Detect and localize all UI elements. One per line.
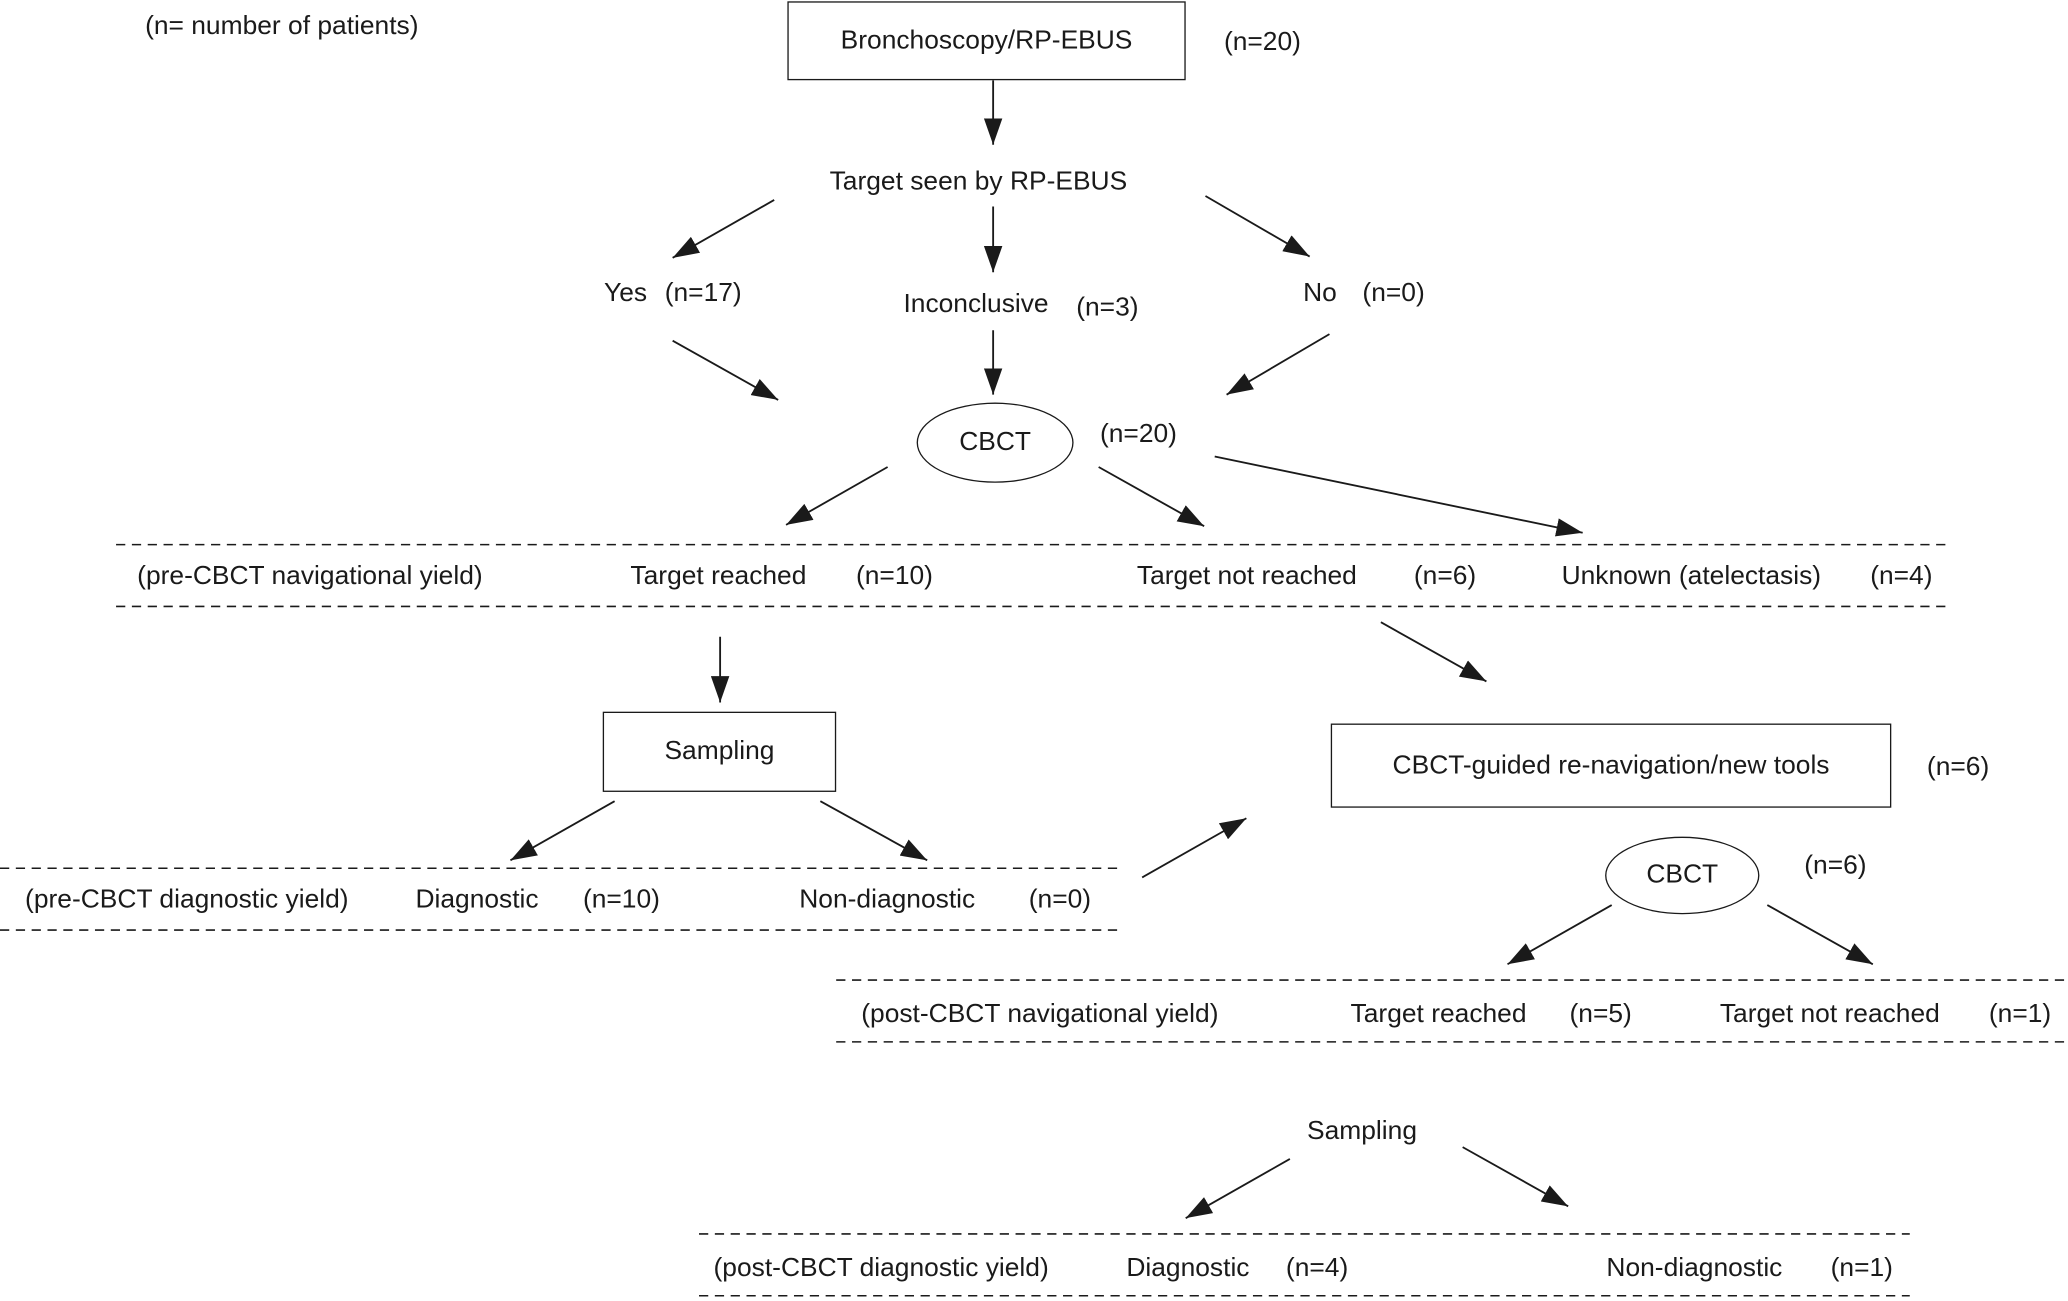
- arrow-cbct-to-not-reached: [1098, 466, 1205, 528]
- pre-diag-diagnostic-count: (n=10): [582, 885, 660, 915]
- arrow-cbct-to-unknown: [1214, 455, 1583, 537]
- arrow-sampling2-to-diagnostic: [1185, 1158, 1291, 1219]
- cbct-label: CBCT: [959, 427, 1032, 457]
- cbct-ellipse: CBCT: [916, 402, 1074, 483]
- yes-label: Yes: [604, 278, 648, 308]
- inconclusive-count: (n=3): [1076, 293, 1139, 323]
- pre-diag-non-diagnostic-label: Non-diagnostic: [799, 885, 976, 915]
- arrow-question-to-yes: [672, 199, 775, 259]
- arrow-cbct2-to-not-reached: [1766, 904, 1874, 966]
- ebus-question: Target seen by RP-EBUS: [829, 167, 1128, 197]
- pre-nav-not-reached-count: (n=6): [1413, 561, 1477, 591]
- pre-nav-reached-count: (n=10): [855, 561, 933, 591]
- post-nav-not-reached-count: (n=1): [1988, 999, 2052, 1029]
- cbct2-label: CBCT: [1646, 860, 1719, 890]
- post-diag-diagnostic-label: Diagnostic: [1126, 1253, 1250, 1283]
- pre-nav-yield-label: (pre-CBCT navigational yield): [137, 561, 483, 591]
- post-diag-non-diagnostic-label: Non-diagnostic: [1606, 1253, 1783, 1283]
- post-diag-diagnostic-count: (n=4): [1285, 1253, 1349, 1283]
- sampling2-label: Sampling: [1307, 1116, 1418, 1146]
- arrow-sampling2-to-non-diagnostic: [1462, 1146, 1569, 1208]
- post-nav-reached-count: (n=5): [1569, 999, 1632, 1029]
- post-diag-yield-label: (post-CBCT diagnostic yield): [713, 1253, 1049, 1283]
- start-count: (n=20): [1223, 27, 1301, 57]
- sampling-label: Sampling: [664, 736, 775, 766]
- arrow-non-diagnostic-to-renav: [1141, 817, 1247, 879]
- arrow-cbct-to-reached: [785, 466, 889, 526]
- pre-nav-unknown-label: Unknown (atelectasis): [1561, 561, 1822, 591]
- post-diag-non-diagnostic-count: (n=1): [1830, 1253, 1893, 1283]
- yes-count: (n=17): [664, 278, 742, 308]
- arrow-not-reached-to-renav: [1380, 621, 1487, 683]
- inconclusive-label: Inconclusive: [903, 289, 1049, 319]
- arrow-sampling-to-non-diagnostic: [819, 800, 928, 862]
- post-nav-reached-label: Target reached: [1350, 999, 1527, 1029]
- sampling-box: Sampling: [602, 711, 837, 792]
- cbct-count: (n=20): [1099, 419, 1177, 449]
- arrow-yes-to-cbct: [672, 339, 779, 401]
- arrow-no-to-cbct: [1226, 333, 1330, 396]
- pre-nav-reached-label: Target reached: [630, 561, 807, 591]
- renavigation-count: (n=6): [1926, 752, 1990, 782]
- no-count: (n=0): [1362, 278, 1425, 308]
- pre-diag-yield-label: (pre-CBCT diagnostic yield): [25, 885, 349, 915]
- pre-diag-diagnostic-label: Diagnostic: [415, 885, 539, 915]
- renavigation-label: CBCT-guided re-navigation/new tools: [1392, 750, 1830, 780]
- pre-nav-unknown-count: (n=4): [1870, 561, 1933, 591]
- start-label: Bronchoscopy/RP-EBUS: [840, 25, 1133, 55]
- start-box: Bronchoscopy/RP-EBUS: [787, 1, 1186, 81]
- pre-nav-not-reached-label: Target not reached: [1136, 561, 1357, 591]
- post-nav-not-reached-label: Target not reached: [1719, 999, 1940, 1029]
- pre-diag-non-diagnostic-count: (n=0): [1028, 885, 1092, 915]
- legend-note: (n= number of patients): [145, 11, 419, 41]
- post-nav-yield-label: (post-CBCT navigational yield): [861, 999, 1219, 1029]
- no-label: No: [1303, 278, 1337, 308]
- cbct2-ellipse: CBCT: [1605, 836, 1760, 915]
- arrow-question-to-no: [1205, 195, 1311, 258]
- arrow-sampling-to-diagnostic: [509, 800, 616, 862]
- arrow-cbct2-to-reached: [1507, 904, 1613, 966]
- cbct2-count: (n=6): [1804, 851, 1867, 881]
- renavigation-box: CBCT-guided re-navigation/new tools: [1330, 723, 1892, 808]
